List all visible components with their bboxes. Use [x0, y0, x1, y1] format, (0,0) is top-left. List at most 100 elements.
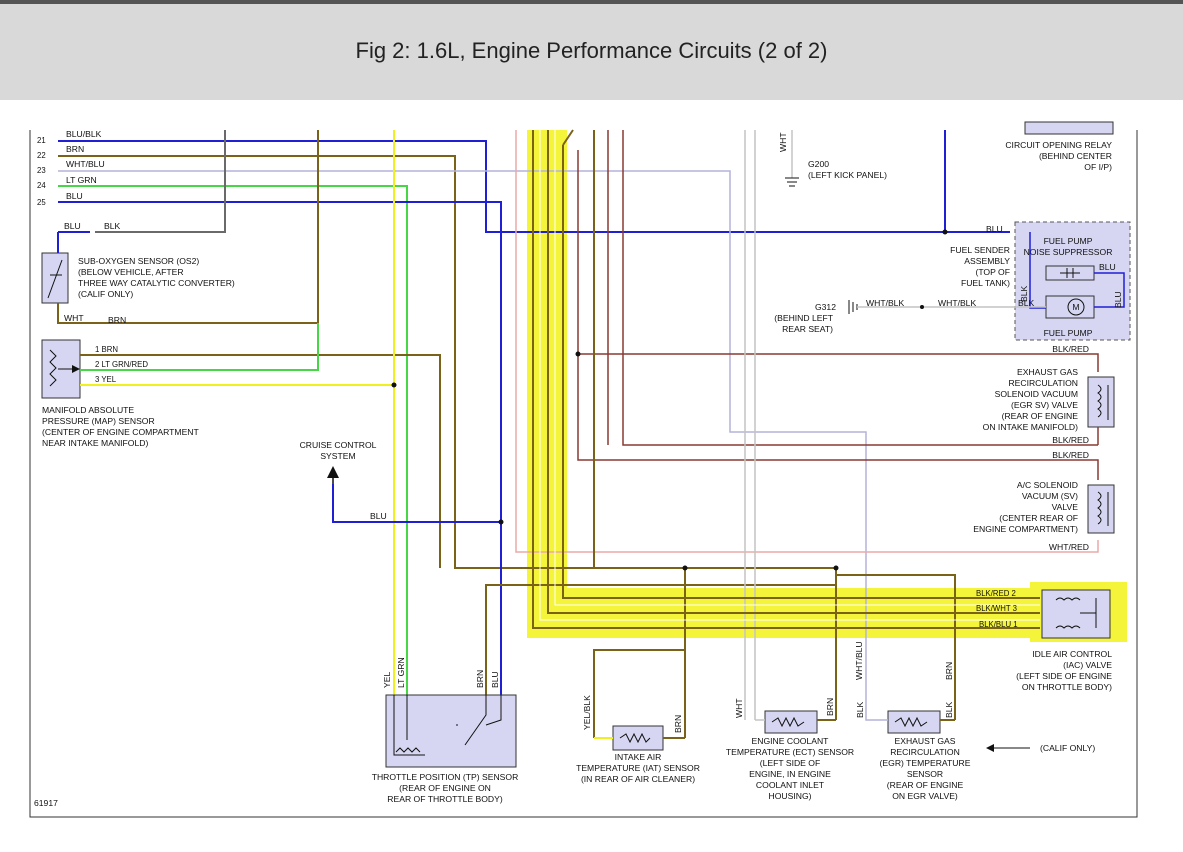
wire-cruise-blu [332, 484, 501, 523]
g312-label-2: REAR SEAT) [782, 324, 833, 334]
o2-label-1: SUB-OXYGEN SENSOR (OS2) [78, 256, 199, 266]
iac-label-3: (LEFT SIDE OF ENGINE [1016, 671, 1112, 681]
egr-sv-label-3: SOLENOID VACUUM [995, 389, 1078, 399]
egr-sensor-label-2: RECIRCULATION [890, 747, 960, 757]
iac-label-2: (IAC) VALVE [1063, 660, 1112, 670]
wire-number-21: 21 [37, 136, 46, 145]
iac-pin-2: BLK/RED 2 [976, 589, 1016, 598]
cruise-label-2: SYSTEM [320, 451, 355, 461]
o2-wire-wht: WHT [64, 313, 84, 323]
tp-label-2: (REAR OF ENGINE ON [399, 783, 491, 793]
noise-supp-label-2: NOISE SUPPRESSOR [1024, 247, 1113, 257]
ac-sv-label-2: VACUUM (SV) [1022, 491, 1078, 501]
calif-only-note: (CALIF ONLY) [986, 743, 1095, 753]
ect-label-2: TEMPERATURE (ECT) SENSOR [726, 747, 854, 757]
fuel-sender-label-3: (TOP OF [975, 267, 1010, 277]
fuel-pump-assembly: FUEL PUMP NOISE SUPPRESSOR M BLU BLU BLK… [950, 221, 1131, 341]
relay-label-1: CIRCUIT OPENING RELAY [1005, 140, 1112, 150]
map-pin-2: 2 LT GRN/RED [95, 360, 148, 369]
figure-header [0, 4, 1183, 100]
wire-brn-egr-sensor [836, 574, 956, 720]
g200-label-1: G200 [808, 159, 829, 169]
relay-label-2: (BEHIND CENTER [1039, 151, 1112, 161]
wire-24-lt-grn [58, 185, 408, 695]
iat-label-1: INTAKE AIR [615, 752, 662, 762]
ac-sv-valve: BLK/RED WHT/RED A/C SOLENOID VACUUM (SV)… [973, 450, 1115, 552]
wire-blu-blk-vertical [95, 130, 226, 233]
fuel-pump-motor-symbol: M [1072, 302, 1079, 312]
ect-wire-wht: WHT [734, 698, 744, 718]
iat-label-3: (IN REAR OF AIR CLEANER) [581, 774, 695, 784]
map-sensor: 1 BRN 2 LT GRN/RED 3 YEL MANIFOLD ABSOLU… [41, 323, 441, 568]
egr-sensor-wire-blk-1: BLK [855, 701, 865, 718]
relay-label-3: OF I/P) [1084, 162, 1112, 172]
wire-color-21: BLU/BLK [66, 129, 102, 139]
egr-sv-label-5: (REAR OF ENGINE [1002, 411, 1079, 421]
wire-brn-iat-vert [593, 130, 685, 569]
tp-wire-yel: YEL [382, 672, 392, 688]
calif-only-text: (CALIF ONLY) [1040, 743, 1095, 753]
wire-pink-vertical [515, 130, 1099, 553]
noise-supp-wire-blu: BLU [1099, 262, 1116, 272]
wire-number-24: 24 [37, 181, 46, 190]
ac-sv-label-4: (CENTER REAR OF [999, 513, 1078, 523]
iat-label-2: TEMPERATURE (IAT) SENSOR [576, 763, 700, 773]
wire-color-24: LT GRN [66, 175, 97, 185]
egr-sensor-wire-blk-2: BLK [944, 701, 954, 718]
egr-sv-label-1: EXHAUST GAS [1017, 367, 1078, 377]
o2-label-3: THREE WAY CATALYTIC CONVERTER) [78, 278, 235, 288]
egr-sensor-label-6: ON EGR VALVE) [892, 791, 958, 801]
map-label-4: NEAR INTAKE MANIFOLD) [42, 438, 148, 448]
fuel-sender-label-1: FUEL SENDER [950, 245, 1010, 255]
egr-sv-label-6: ON INTAKE MANIFOLD) [983, 422, 1078, 432]
wire-dkred-egr-top [578, 353, 1099, 372]
ect-label-5: COOLANT INLET [756, 780, 825, 790]
fuel-pump-wire-blu-v: BLU [1113, 291, 1123, 308]
map-pin-1: 1 BRN [95, 345, 118, 354]
figure-title: Fig 2: 1.6L, Engine Performance Circuits… [355, 38, 828, 63]
iat-wire-yelblk: YEL/BLK [582, 695, 592, 730]
wire-25-blu [58, 201, 502, 695]
ect-label-3: (LEFT SIDE OF [760, 758, 820, 768]
tp-wire-blu: BLU [490, 671, 500, 688]
o2-wire-blu: BLU [64, 221, 81, 231]
fuel-pump-label: FUEL PUMP [1044, 328, 1093, 338]
ect-label-1: ENGINE COOLANT [752, 736, 830, 746]
fuel-pump-wire-blk: BLK [1018, 298, 1035, 308]
egr-temperature-sensor: WHT/BLU BLK BLK BRN EXHAUST GAS RECIRCUL… [854, 641, 971, 801]
center-vertical-wires [332, 130, 1099, 738]
circuit-opening-relay: CIRCUIT OPENING RELAY (BEHIND CENTER OF … [1005, 121, 1114, 172]
g200-wire-wht: WHT [778, 132, 788, 152]
egr-sensor-label-4: SENSOR [907, 769, 943, 779]
map-label-1: MANIFOLD ABSOLUTE [42, 405, 134, 415]
intake-air-temp-sensor: YEL/BLK BRN INTAKE AIR TEMPERATURE (IAT)… [576, 695, 700, 784]
cruise-control: CRUISE CONTROL SYSTEM BLU [300, 440, 387, 521]
fuel-sender-label-2: ASSEMBLY [964, 256, 1010, 266]
sub-oxygen-sensor: BLU BLK WHT BRN SUB-OXYGEN SENSOR (OS2) … [41, 130, 319, 325]
cruise-wire-blu: BLU [370, 511, 387, 521]
ac-sv-label-3: VALVE [1052, 502, 1079, 512]
map-label-3: (CENTER OF ENGINE COMPARTMENT [42, 427, 200, 437]
tp-wire-brn: BRN [475, 670, 485, 688]
wire-color-23: WHT/BLU [66, 159, 105, 169]
top-border [0, 0, 1183, 4]
noise-supp-label-1: FUEL PUMP [1044, 236, 1093, 246]
fuel-pump-wire-blk-v: BLK [1019, 285, 1029, 302]
ac-sv-label-5: ENGINE COMPARTMENT) [973, 524, 1078, 534]
egr-sensor-label-3: (EGR) TEMPERATURE [880, 758, 971, 768]
g200-ground: WHT G200 (LEFT KICK PANEL) [778, 130, 887, 187]
wire-number-25: 25 [37, 198, 46, 207]
wire-dkred-ac-sv [577, 150, 1099, 480]
iac-valve: BLK/RED 2 BLK/WHT 3 BLK/BLU 1 IDLE AIR C… [976, 589, 1112, 692]
wire-number-23: 23 [37, 166, 46, 175]
g200-label-2: (LEFT KICK PANEL) [808, 170, 887, 180]
g312-ground: G312 (BEHIND LEFT REAR SEAT) WHT/BLK WHT… [774, 298, 1046, 334]
g312-wire-1: WHT/BLK [866, 298, 904, 308]
map-label-2: PRESSURE (MAP) SENSOR [42, 416, 155, 426]
g312-name: G312 [815, 302, 836, 312]
o2-wire-brn: BRN [108, 315, 126, 325]
g312-label-1: (BEHIND LEFT [774, 313, 833, 323]
iac-pin-1: BLK/BLU 1 [979, 620, 1018, 629]
egr-sensor-wire-whtblu: WHT/BLU [854, 641, 864, 680]
